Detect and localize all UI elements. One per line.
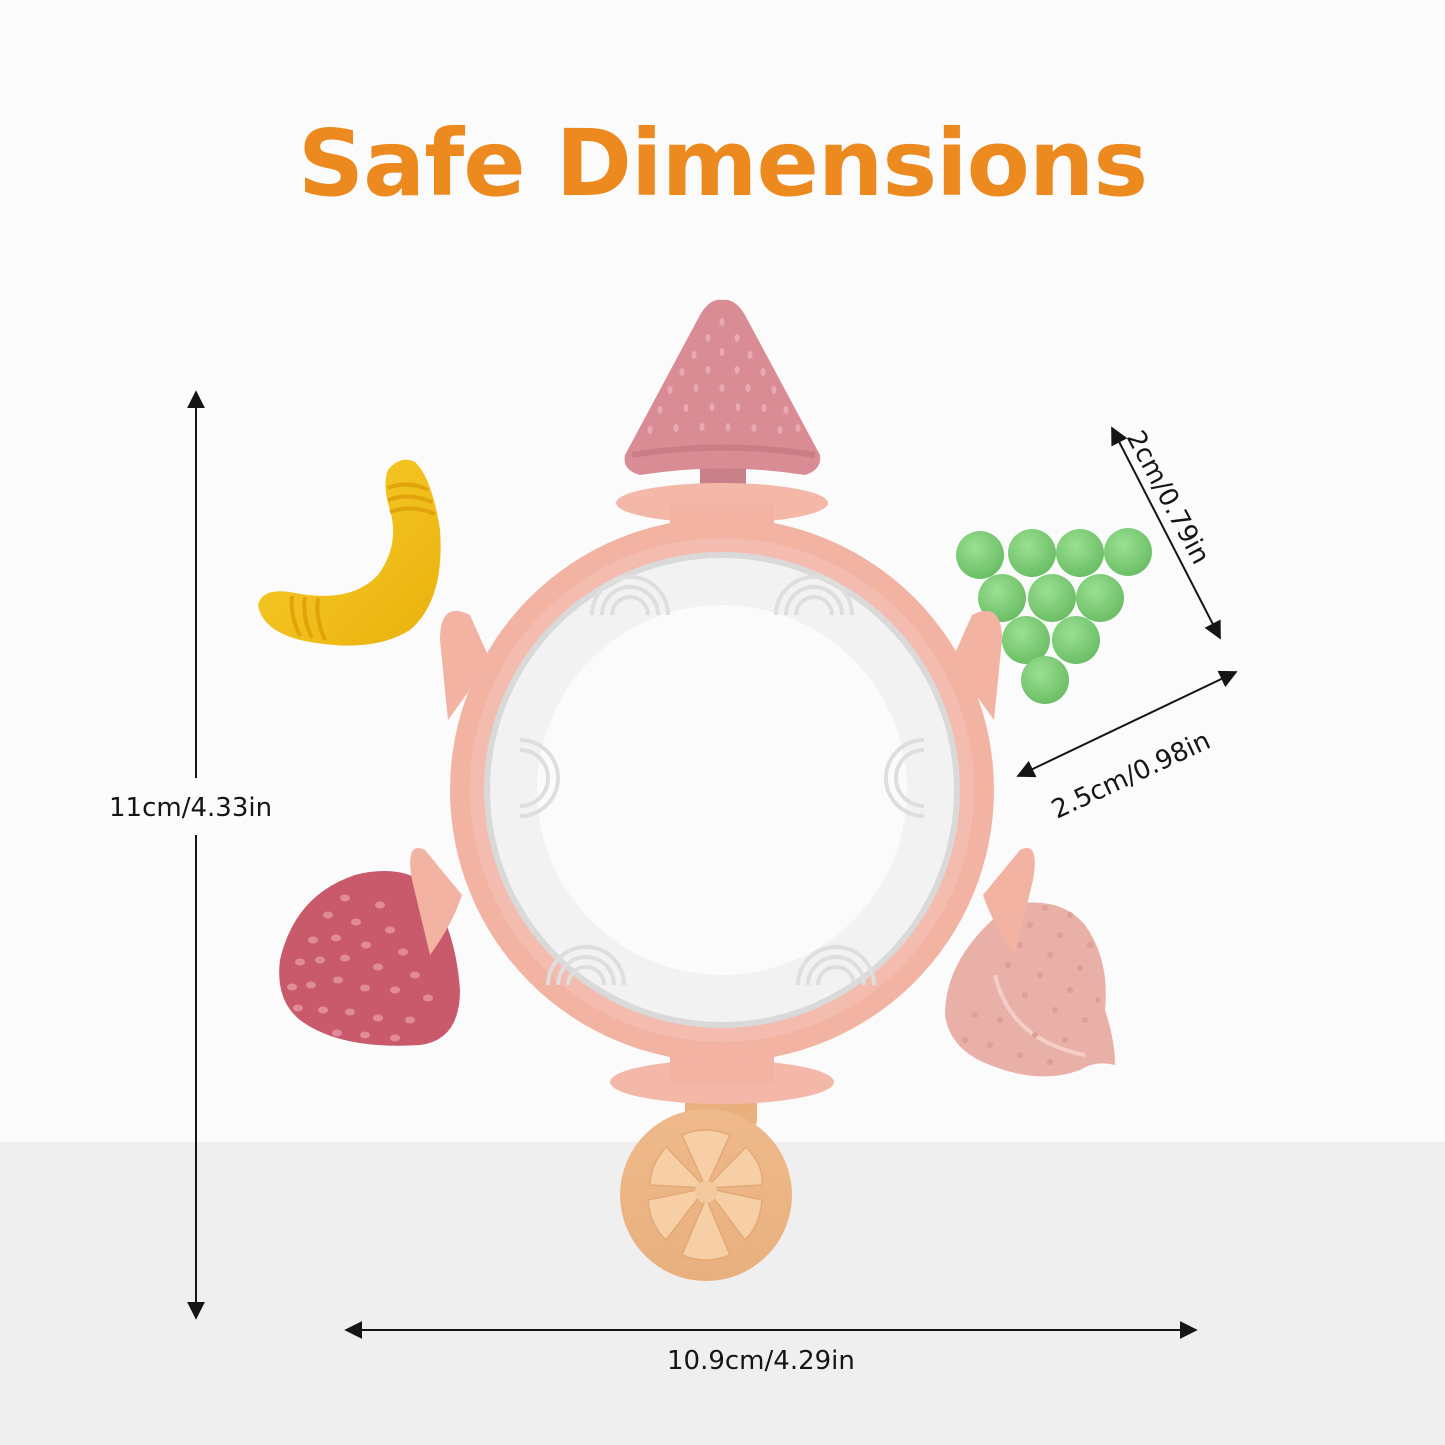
orange-teether bbox=[620, 1090, 792, 1281]
peach-teether bbox=[945, 902, 1115, 1077]
banana-teether bbox=[258, 459, 441, 646]
grape-teether bbox=[956, 528, 1152, 704]
width-dimension-label: 10.9cm/4.29in bbox=[667, 1346, 855, 1376]
page-title: Safe Dimensions bbox=[297, 110, 1148, 217]
strawberry-teether bbox=[279, 871, 460, 1046]
watermelon-teether bbox=[624, 299, 821, 500]
grape-width-arrow bbox=[1016, 670, 1238, 778]
teether-ring bbox=[410, 483, 1035, 1104]
grape-height-arrow bbox=[1111, 426, 1221, 640]
height-dimension-label: 11cm/4.33in bbox=[109, 793, 273, 823]
